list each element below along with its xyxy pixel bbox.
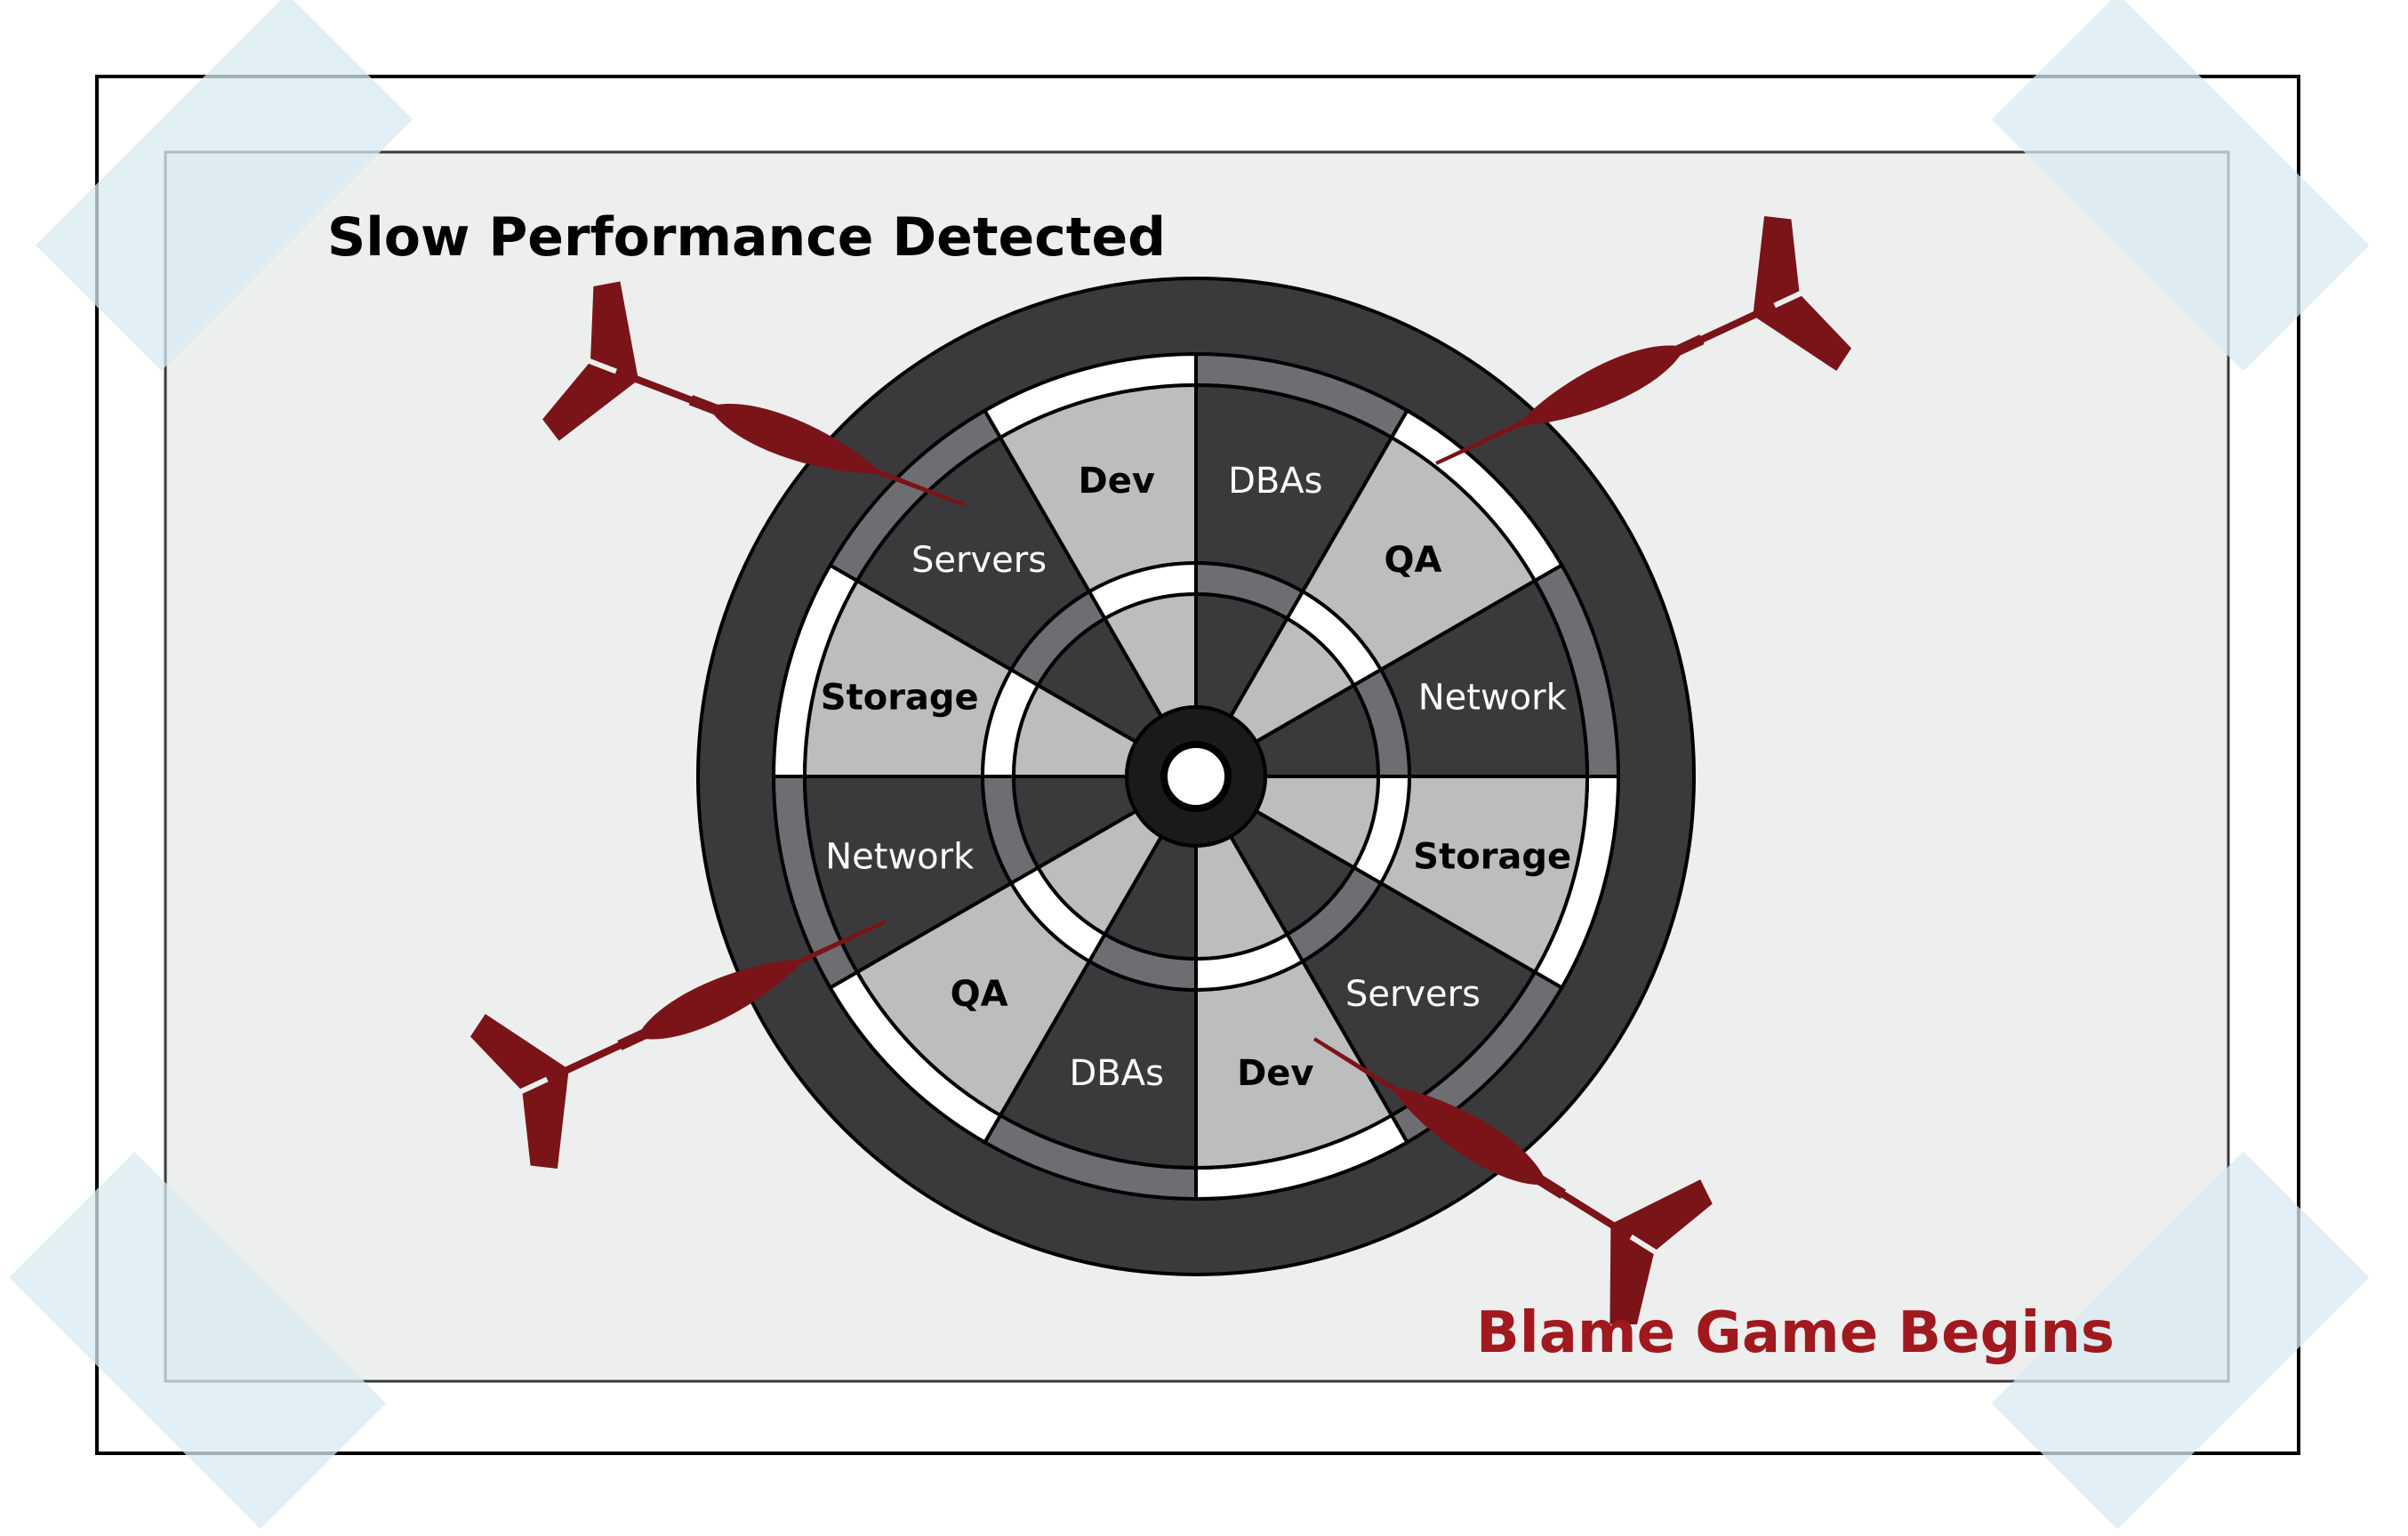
tape-corner	[1991, 1151, 2370, 1530]
dart-top-left	[542, 281, 966, 507]
segment-label: Network	[825, 836, 975, 877]
segment-label: Dev	[1237, 1053, 1313, 1094]
segment-label: QA	[951, 974, 1008, 1015]
dart-bottom-right	[1312, 1037, 1713, 1325]
tape-corner	[1991, 0, 2370, 372]
segment-label: DBAs	[1228, 461, 1322, 502]
segment-label: Storage	[821, 678, 979, 719]
dartboard: DBAsQANetworkStorageServersDevDBAsQANetw…	[696, 277, 1696, 1276]
bullseye	[1160, 741, 1232, 812]
tape-corner	[35, 0, 413, 372]
darts-group	[470, 215, 1852, 1325]
tape-corner	[8, 1151, 387, 1530]
segment-label: Network	[1418, 678, 1568, 719]
footer-caption: Blame Game Begins	[1476, 1300, 2115, 1366]
segment-label: Dev	[1079, 461, 1155, 502]
segment-label: QA	[1384, 540, 1441, 581]
segment-label: Servers	[911, 540, 1047, 581]
dart-bottom-left	[470, 920, 887, 1170]
segment-label: DBAs	[1069, 1053, 1163, 1094]
tape-corners	[8, 0, 2370, 1530]
dart-top-right	[1435, 215, 1852, 465]
segment-label: Storage	[1413, 836, 1571, 877]
diagram-title: Slow Performance Detected	[327, 206, 1166, 269]
segment-label: Servers	[1345, 974, 1481, 1015]
